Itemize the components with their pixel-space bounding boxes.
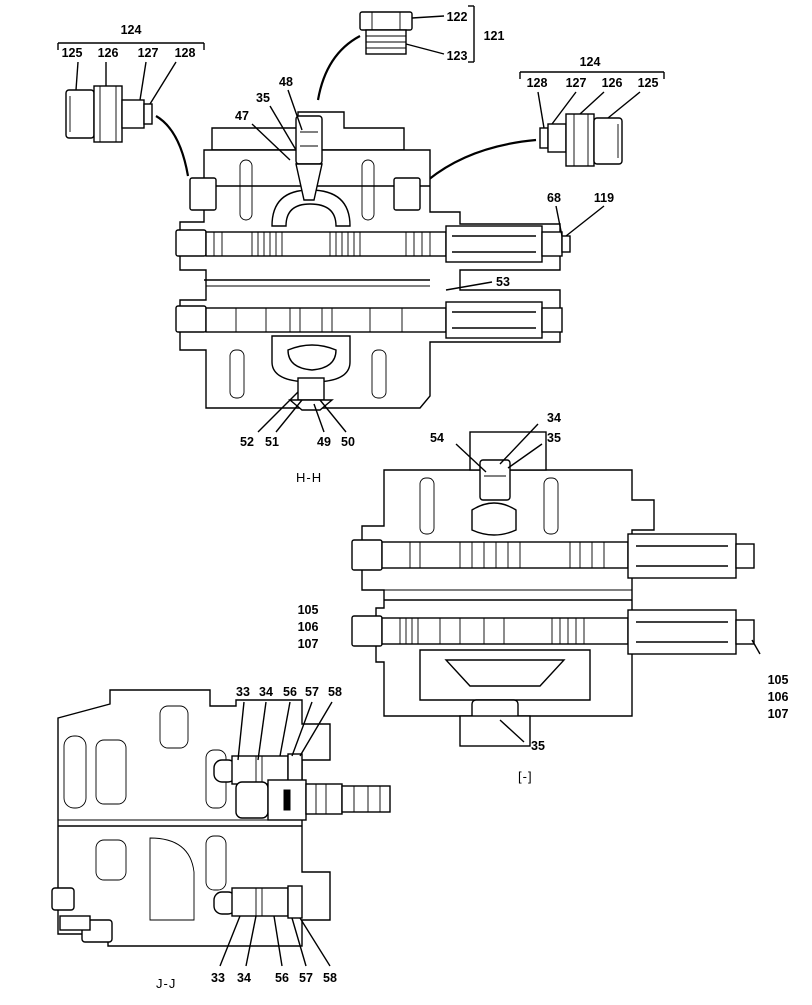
plug-121 — [316, 5, 475, 101]
plug-assembly-left — [57, 42, 205, 177]
callout-34-top: 34 — [259, 685, 273, 699]
section-title-hh: H-H — [296, 470, 322, 485]
callout-127-left: 127 — [138, 46, 159, 60]
section-title-jj: J-J — [156, 976, 176, 991]
plug-assembly-right — [427, 71, 665, 181]
callout-48: 48 — [279, 75, 293, 89]
callout-49: 49 — [317, 435, 331, 449]
callout-52: 52 — [240, 435, 254, 449]
callout-57-bottom: 57 — [299, 971, 313, 985]
callout-125-left: 125 — [62, 46, 83, 60]
callout-106-right: 106 — [768, 690, 789, 704]
callout-34-bottom: 34 — [237, 971, 251, 985]
callout-121: 121 — [484, 29, 505, 43]
callout-53: 53 — [496, 275, 510, 289]
callout-119: 119 — [594, 191, 614, 205]
callout-124-right: 124 — [580, 55, 601, 69]
callout-33-top: 33 — [236, 685, 250, 699]
callout-56-bottom: 56 — [275, 971, 289, 985]
callout-51: 51 — [265, 435, 279, 449]
callout-54: 54 — [430, 431, 444, 445]
callout-122: 122 — [447, 10, 468, 24]
callout-126-right: 126 — [602, 76, 623, 90]
callout-68: 68 — [547, 191, 561, 205]
callout-128-right: 128 — [527, 76, 548, 90]
callout-56-top: 56 — [283, 685, 297, 699]
callout-128-left: 128 — [175, 46, 196, 60]
callout-127-right: 127 — [566, 76, 587, 90]
callout-33-bottom: 33 — [211, 971, 225, 985]
section-jj-body — [51, 689, 391, 967]
callout-57-top: 57 — [305, 685, 319, 699]
callout-35-ii-bottom: 35 — [531, 739, 545, 753]
callout-35-ii-top: 35 — [547, 431, 561, 445]
callout-124-left: 124 — [121, 23, 142, 37]
callout-105-left: 105 — [298, 603, 319, 617]
callout-107-left: 107 — [298, 637, 319, 651]
callout-105-right: 105 — [768, 673, 789, 687]
callout-58-bottom: 58 — [323, 971, 337, 985]
callout-35-hh: 35 — [256, 91, 270, 105]
callout-47: 47 — [235, 109, 249, 123]
callout-126-left: 126 — [98, 46, 119, 60]
callout-125-right: 125 — [638, 76, 659, 90]
callout-107-right: 107 — [768, 707, 789, 721]
callouts: 124 125 126 127 128 122 123 121 124 128 … — [62, 10, 789, 985]
section-title-ii: [-] — [518, 769, 533, 784]
callout-50: 50 — [341, 435, 355, 449]
callout-58-top: 58 — [328, 685, 342, 699]
callout-34-ii: 34 — [547, 411, 561, 425]
section-ii-body — [351, 423, 761, 747]
section-hh-body — [175, 89, 605, 433]
callout-123: 123 — [447, 49, 468, 63]
callout-106-left: 106 — [298, 620, 319, 634]
